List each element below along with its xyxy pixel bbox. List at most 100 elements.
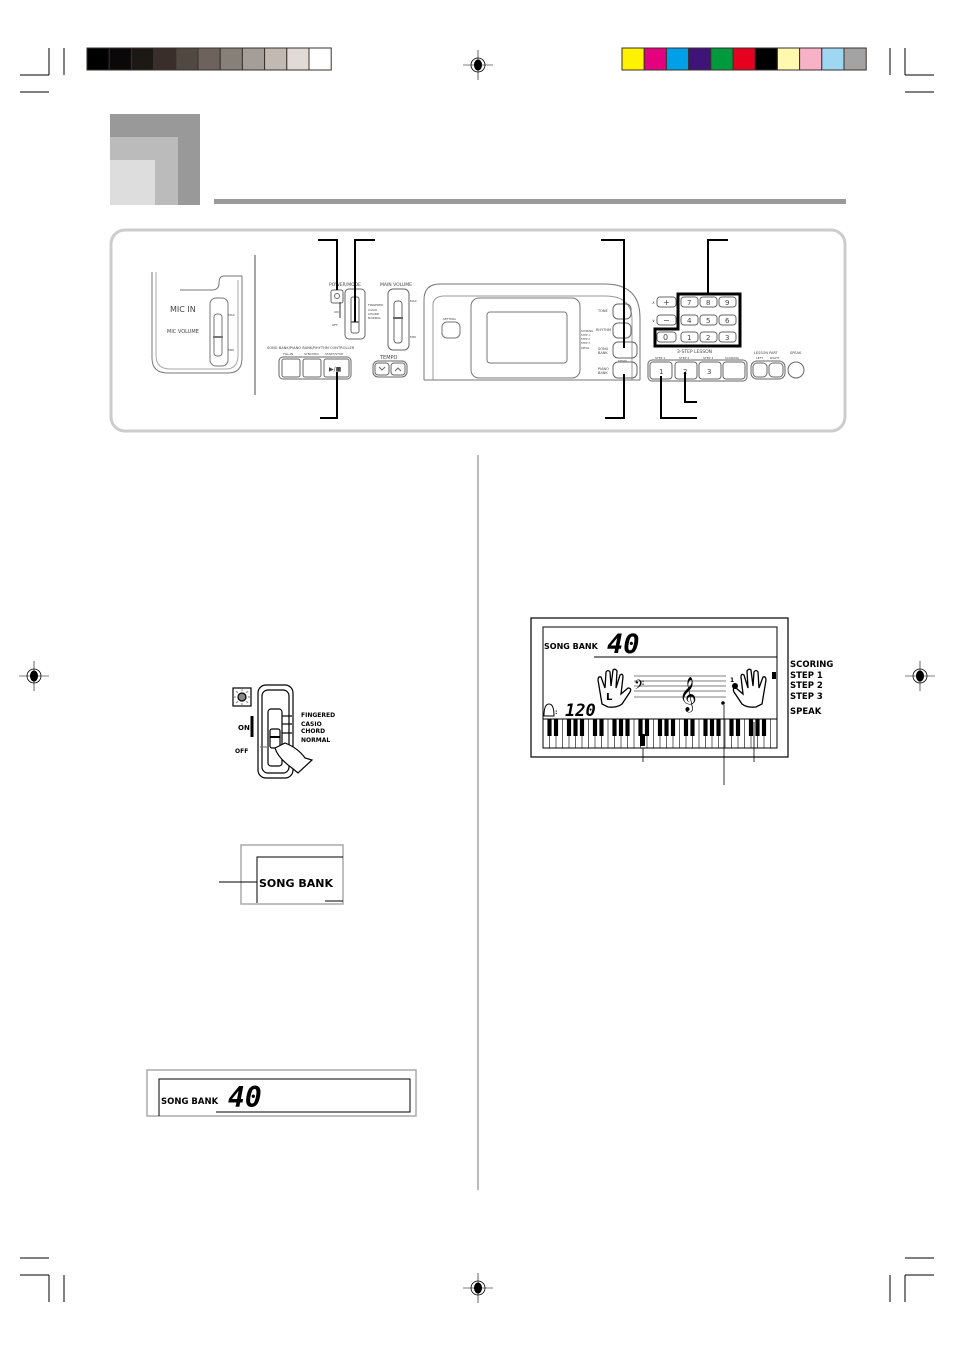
black-key <box>638 719 643 736</box>
highlighted-key <box>640 734 645 746</box>
svg-text:STEP 3: STEP 3 <box>581 341 590 345</box>
black-key <box>618 719 624 736</box>
svg-text:3: 3 <box>707 368 711 376</box>
color-swatch <box>665 47 690 71</box>
mic-volume-label: MIC VOLUME <box>167 329 199 335</box>
svg-text:CHORD: CHORD <box>301 728 325 735</box>
svg-text:STEP 3: STEP 3 <box>703 356 713 360</box>
song-bank-indicator-display: SONG BANK <box>219 844 344 905</box>
svg-text:NORMAL: NORMAL <box>301 737 330 744</box>
svg-text:START/STOP: START/STOP <box>325 352 343 356</box>
svg-text:FINGERED: FINGERED <box>368 303 384 307</box>
black-key <box>573 719 578 736</box>
keypad-label: 3 <box>725 334 729 342</box>
color-swatch <box>799 47 823 71</box>
svg-text:SPEAK: SPEAK <box>581 346 590 350</box>
svg-text:CASIO: CASIO <box>301 721 322 728</box>
svg-text:MAX: MAX <box>228 313 235 317</box>
black-key <box>703 719 708 736</box>
keypad-side-button <box>656 314 677 326</box>
svg-text:STEP 1: STEP 1 <box>655 356 665 360</box>
black-key <box>644 719 650 736</box>
svg-text:RHYTHM: RHYTHM <box>596 328 611 332</box>
step-3-button <box>698 361 722 380</box>
svg-text:FILL-IN: FILL-IN <box>283 352 293 356</box>
gray-swatch <box>241 47 266 71</box>
keyboard-panel-illustration: MIC IN MIC VOLUME MAX MIN POWER/MODE ON … <box>109 228 847 433</box>
svg-text:SONG BANK: SONG BANK <box>259 877 333 890</box>
registration-mark-icon <box>905 661 935 691</box>
main-lcd <box>470 297 581 379</box>
keypad-label: 7 <box>687 299 691 307</box>
black-key <box>690 719 695 736</box>
color-swatch <box>754 47 778 71</box>
main-volume-slider <box>387 288 410 351</box>
black-key <box>670 719 676 736</box>
svg-text:TONE: TONE <box>597 309 608 313</box>
svg-text:SCORING: SCORING <box>581 329 593 333</box>
mic-section <box>151 255 256 395</box>
registration-mark-icon <box>463 50 493 80</box>
svg-text:ON: ON <box>238 724 250 732</box>
metronome-icon <box>543 703 555 717</box>
keypad-digit-button <box>699 314 718 326</box>
main-volume-label: MAIN VOLUME <box>380 282 412 288</box>
svg-text:MIN: MIN <box>228 348 234 352</box>
registration-mark-icon <box>19 661 49 691</box>
keypad-digit-button <box>718 296 737 308</box>
svg-text:▶/■: ▶/■ <box>329 366 342 373</box>
svg-text:SPEAK: SPEAK <box>790 707 822 717</box>
keypad-label: 9 <box>725 299 729 307</box>
chevron-down-icon <box>378 366 386 371</box>
svg-text:OFF: OFF <box>235 748 248 755</box>
left-hand-icon <box>597 668 632 708</box>
color-swatch <box>688 47 712 71</box>
rhythm-button <box>612 322 632 339</box>
svg-text:FINGERED: FINGERED <box>301 712 335 719</box>
svg-text::: : <box>555 709 557 716</box>
gray-swatch <box>153 47 177 71</box>
header-rule <box>214 199 846 204</box>
color-swatch <box>732 47 756 71</box>
speak-button <box>787 361 805 379</box>
power-switch-diagram: ON OFF FINGERED CASIO CHORD NORMAL <box>232 684 335 779</box>
color-swatch <box>621 47 645 71</box>
svg-text:STEP 2: STEP 2 <box>790 681 823 691</box>
black-key <box>579 719 585 736</box>
black-key <box>755 719 760 736</box>
song-number-display: SONG BANK 40 <box>146 1069 417 1117</box>
keypad-label: 8 <box>706 299 710 307</box>
svg-text:LESSON PART: LESSON PART <box>754 351 779 355</box>
gray-swatch <box>108 47 132 71</box>
color-calibration-bar <box>621 47 867 71</box>
keypad-label: 0 <box>663 333 668 342</box>
svg-text:SONG BANK/PIANO BANK/RHYTHM CO: SONG BANK/PIANO BANK/RHYTHM CONTROLLER <box>267 346 355 350</box>
power-mode-label: POWER/MODE <box>329 282 361 288</box>
svg-text:SONG: SONG <box>598 347 609 351</box>
keypad-digit-button <box>699 331 718 343</box>
svg-text:DEMO: DEMO <box>618 359 628 363</box>
black-key <box>553 719 559 736</box>
svg-text:1: 1 <box>659 368 663 376</box>
chevron-up-icon <box>394 367 402 372</box>
svg-text:LEFT: LEFT <box>756 356 763 360</box>
black-key <box>625 719 630 736</box>
black-key <box>657 719 663 736</box>
svg-text:CASIO: CASIO <box>368 308 378 312</box>
svg-text:PIANO: PIANO <box>598 367 609 371</box>
gray-swatch <box>130 47 155 71</box>
svg-text:BANK: BANK <box>598 351 608 355</box>
svg-text:L: L <box>606 692 613 703</box>
svg-text:40: 40 <box>607 629 640 660</box>
synchro-button <box>302 358 322 378</box>
color-swatch <box>643 47 667 71</box>
tone-button <box>612 303 632 320</box>
svg-text:STEP 1: STEP 1 <box>790 671 823 681</box>
keypad-label: 4 <box>687 317 692 325</box>
gray-swatch <box>264 47 288 71</box>
gray-calibration-bar <box>86 47 332 71</box>
keypad-label: 5 <box>706 317 710 325</box>
svg-text:SONG BANK: SONG BANK <box>161 1097 219 1107</box>
black-key <box>735 719 741 736</box>
